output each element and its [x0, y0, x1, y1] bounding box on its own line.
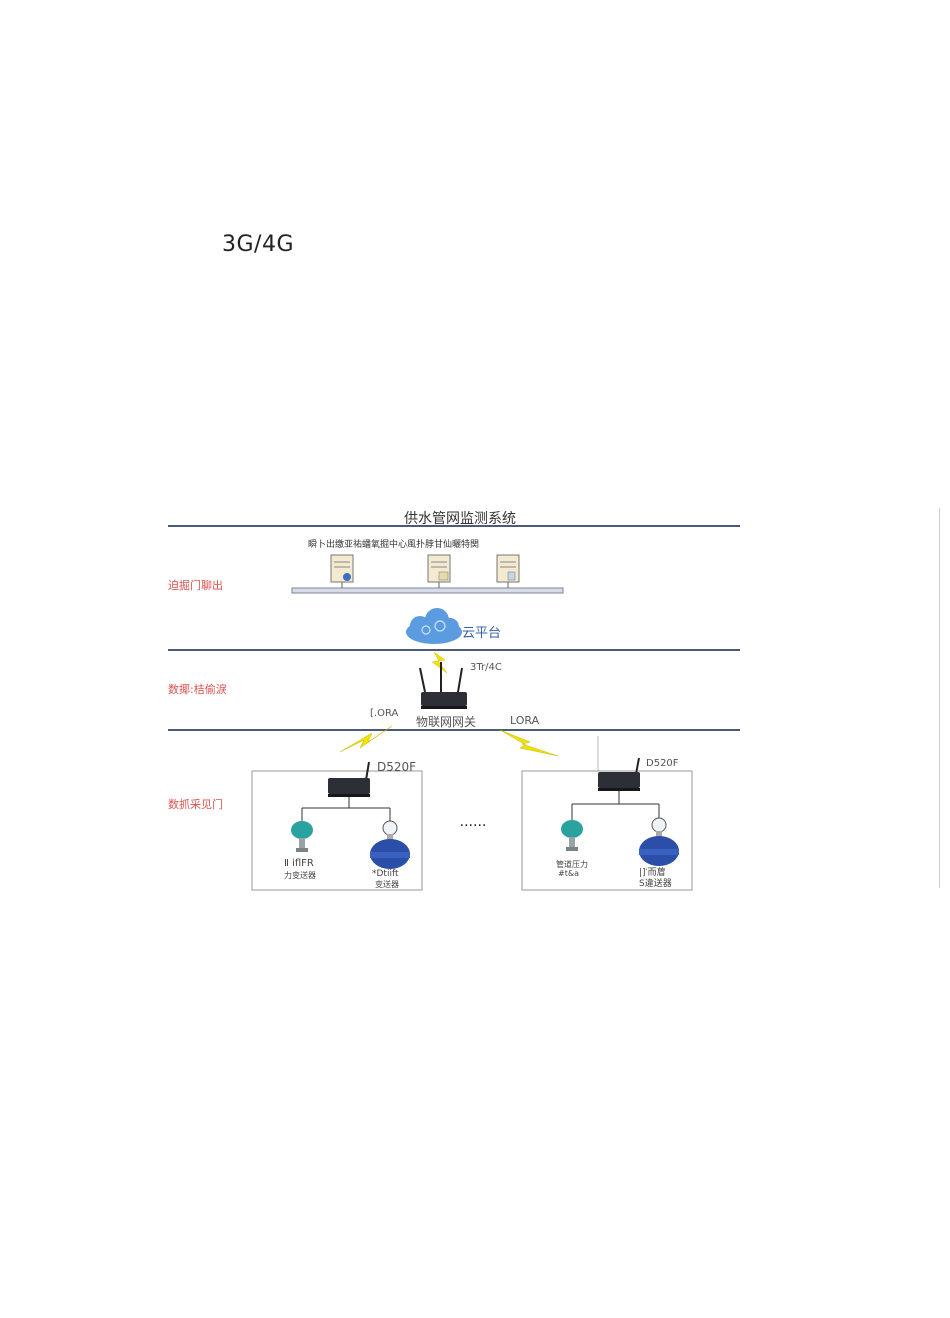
rtu-label-left: D520F — [377, 760, 416, 774]
pressure-label-right-1: 管道压力 — [556, 859, 588, 869]
cloud-icon — [406, 608, 462, 644]
gateway-router-icon — [419, 662, 467, 709]
server-row-label: 瞬卜出缴亚祐蟠氧掘中心風扑脖甘仙曬特関 — [308, 538, 479, 550]
pressure-label-left-1: Ⅱ iflFR — [284, 858, 314, 869]
gateway-label: 物联网网关 — [416, 715, 476, 729]
flow-label-right-1: |]′而葿 — [639, 866, 666, 878]
flow-meter-icon — [370, 820, 410, 869]
server-bus — [291, 587, 564, 594]
lora-lightning-right-icon — [499, 729, 559, 757]
layer-label-top: 迫掘门聊出 — [168, 578, 223, 592]
pressure-transmitter-icon — [291, 821, 313, 852]
flow-meter-icon — [639, 817, 679, 866]
lora-label-left: [.ORA — [370, 708, 398, 719]
uplink-lightning-icon — [431, 651, 448, 674]
cloud-platform-label: 云平台 — [462, 626, 501, 641]
lora-label-right: LORA — [510, 714, 540, 727]
flow-label-right-2: S違送器 — [639, 877, 672, 889]
page-edge-line — [939, 508, 940, 888]
layer-label-bottom: 数抓采见门 — [168, 797, 223, 811]
more-nodes-ellipsis: ...... — [460, 814, 487, 830]
flow-label-left-2: 变送器 — [375, 879, 399, 889]
flow-label-left-1: *Dtiift — [372, 869, 399, 879]
network-type-label: 3G/4G — [222, 232, 295, 257]
server-icon — [427, 554, 451, 583]
rtu-device-icon — [598, 757, 640, 791]
lora-lightning-left-icon — [339, 725, 393, 753]
server-icon — [330, 554, 354, 583]
water-pipeline-monitoring-diagram: 供水管网监测系统 迫掘门聊出 数揶:桔偷淚 数抓采见门 瞬卜出缴亚祐蟠氧掘中心風… — [168, 511, 740, 891]
diagram-title: 供水管网监测系统 — [404, 511, 516, 527]
pressure-label-left-2: 力变送器 — [284, 870, 316, 880]
pressure-transmitter-icon — [561, 820, 583, 851]
server-icon — [496, 554, 520, 583]
rtu-device-icon — [328, 761, 370, 797]
rtu-label-right: D520F — [646, 758, 679, 769]
layer-label-middle: 数揶:桔偷淚 — [168, 682, 227, 696]
uplink-label: 3Tr/4C — [470, 662, 502, 673]
pressure-label-right-2: #t&a — [558, 869, 579, 878]
